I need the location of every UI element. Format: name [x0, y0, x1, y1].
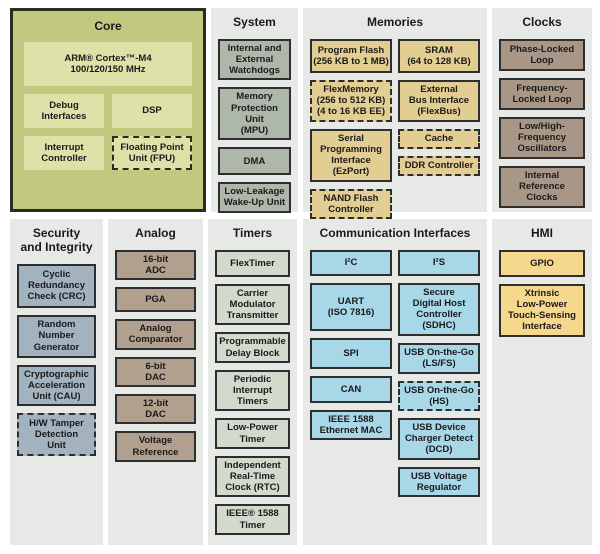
block-random-number-generator: Random Number Generator [17, 314, 96, 358]
section-core: Core ARM® Cortex™-M4 100/120/150 MHz Deb… [10, 8, 206, 212]
block-debug-interfaces: Debug Interfaces [24, 93, 104, 128]
section-hmi: HMI GPIO Xtrinsic Low-Power Touch-Sensin… [492, 219, 592, 545]
block-i2s: I²S [398, 249, 480, 276]
section-timers: Timers FlexTimer Carrier Modulator Trans… [208, 219, 297, 545]
block-crc: Cyclic Redundancy Check (CRC) [17, 263, 96, 308]
block-flexmemory: FlexMemory (256 to 512 KB) (4 to 16 KB E… [310, 79, 392, 122]
block-flexbus: External Bus Interface (FlexBus) [398, 79, 480, 122]
block-12bit-dac: 12-bit DAC [115, 394, 196, 425]
block-rtc: Independent Real-Time Clock (RTC) [215, 455, 290, 498]
block-tamper-detection: H/W Tamper Detection Unit [17, 413, 96, 457]
block-watchdogs: Internal and External Watchdogs [218, 38, 291, 81]
block-analog-comparator: Analog Comparator [115, 319, 196, 350]
section-system-title: System [233, 15, 276, 29]
section-memories-title: Memories [366, 15, 424, 29]
block-nand-flash-controller: NAND Flash Controller [310, 188, 392, 220]
block-voltage-reference: Voltage Reference [115, 431, 196, 462]
section-core-title: Core [94, 19, 122, 33]
block-ezport: Serial Programming Interface (EzPort) [310, 128, 392, 182]
section-communication-title: Communication Interfaces [319, 226, 471, 240]
block-sram: SRAM (64 to 128 KB) [398, 38, 480, 73]
block-uart: UART (ISO 7816) [310, 282, 392, 331]
block-16bit-adc: 16-bit ADC [115, 249, 196, 281]
section-timers-title: Timers [232, 226, 273, 240]
block-arm-cortex-m4: ARM® Cortex™-M4 100/120/150 MHz [24, 41, 192, 86]
section-memories: Memories Program Flash (256 KB to 1 MB) … [303, 8, 487, 220]
block-mpu: Memory Protection Unit (MPU) [218, 87, 291, 141]
block-program-flash: Program Flash (256 KB to 1 MB) [310, 38, 392, 73]
block-usb-otg-hs: USB On-the-Go (HS) [398, 380, 480, 412]
section-analog: Analog 16-bit ADC PGA Analog Comparator … [108, 219, 203, 545]
block-floating-point-unit: Floating Point Unit (FPU) [112, 135, 192, 170]
block-cau: Cryptographic Acceleration Unit (CAU) [17, 364, 96, 407]
block-fll: Frequency- Locked Loop [499, 77, 585, 110]
block-interrupt-controller: Interrupt Controller [24, 135, 104, 170]
block-flextimer: FlexTimer [215, 249, 290, 277]
block-can: CAN [310, 375, 392, 403]
block-ethernet-mac: IEEE 1588 Ethernet MAC [310, 409, 392, 441]
block-usb-voltage-regulator: USB Voltage Regulator [398, 466, 480, 498]
section-hmi-title: HMI [531, 226, 553, 240]
block-gpio: GPIO [499, 249, 585, 277]
section-clocks: Clocks Phase-Locked Loop Frequency- Lock… [492, 8, 592, 212]
block-usb-dcd: USB Device Charger Detect (DCD) [398, 418, 480, 460]
section-clocks-title: Clocks [522, 15, 562, 29]
block-pga: PGA [115, 287, 196, 313]
block-periodic-interrupt-timers: Periodic Interrupt Timers [215, 369, 290, 412]
block-cache: Cache [398, 128, 480, 149]
block-usb-otg-lsfs: USB On-the-Go (LS/FS) [398, 342, 480, 374]
block-ddr-controller: DDR Controller [398, 155, 480, 176]
block-internal-reference-clocks: Internal Reference Clocks [499, 165, 585, 208]
block-programmable-delay-block: Programmable Delay Block [215, 332, 290, 363]
section-security-title: Security and Integrity [20, 226, 93, 254]
block-low-power-timer: Low-Power Timer [215, 418, 290, 449]
block-oscillators: Low/High- Frequency Oscillators [499, 116, 585, 159]
block-low-leakage-wakeup: Low-Leakage Wake-Up Unit [218, 182, 291, 213]
section-security: Security and Integrity Cyclic Redundancy… [10, 219, 103, 545]
block-carrier-modulator-transmitter: Carrier Modulator Transmitter [215, 283, 290, 326]
block-xtrinsic-touch-sensing: Xtrinsic Low-Power Touch-Sensing Interfa… [499, 283, 585, 337]
block-6bit-dac: 6-bit DAC [115, 356, 196, 388]
block-sdhc: Secure Digital Host Controller (SDHC) [398, 282, 480, 336]
section-system: System Internal and External Watchdogs M… [211, 8, 298, 213]
block-pll: Phase-Locked Loop [499, 38, 585, 71]
block-ieee-1588-timer: IEEE® 1588 Timer [215, 504, 290, 535]
block-dma: DMA [218, 147, 291, 176]
block-i2c: I²C [310, 249, 392, 276]
block-spi: SPI [310, 337, 392, 369]
block-dsp: DSP [112, 93, 192, 128]
section-communication-interfaces: Communication Interfaces I²C UART (ISO 7… [303, 219, 487, 545]
section-analog-title: Analog [135, 226, 176, 240]
